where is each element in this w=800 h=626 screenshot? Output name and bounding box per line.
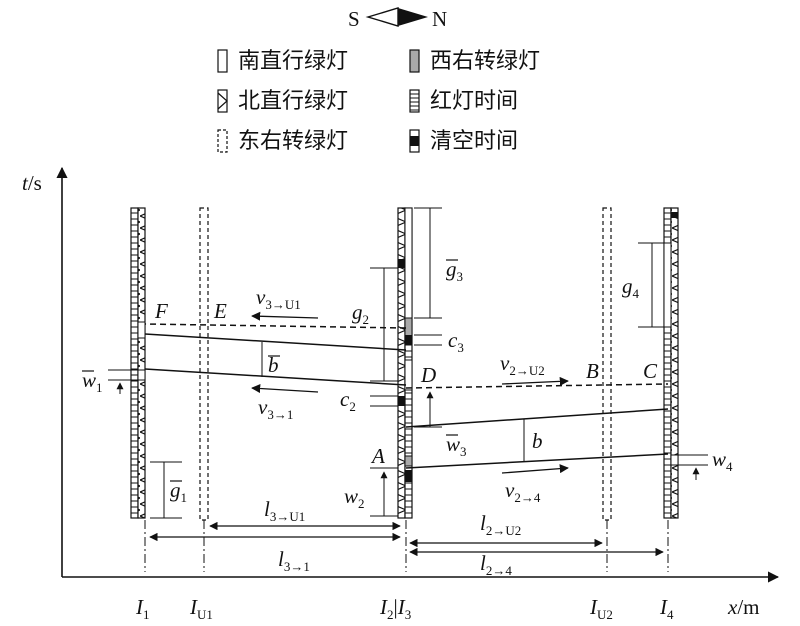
- svg-text:g3: g3: [446, 257, 463, 284]
- svg-text:w3: w3: [446, 432, 467, 459]
- label-g2: g2: [352, 300, 369, 327]
- x-axis-label: x/m: [727, 595, 760, 619]
- variable-labels: F E D B C Av3→U1 v3→1 v2→U2 v2→4 g2 c2 w2 g3 c3 w3 b b g4…: [82, 257, 733, 578]
- svg-text:l2→4: l2→4: [480, 551, 512, 578]
- label-g4: g4: [622, 274, 640, 301]
- intersection-label-IU1: IU1: [189, 595, 213, 622]
- arrow-v2u2: [501, 376, 569, 386]
- label-w1: w1: [82, 368, 103, 395]
- label-w4: w4: [712, 447, 733, 474]
- svg-text:l2→U2: l2→U2: [480, 511, 521, 538]
- legend-swatch-sth-icon: [217, 49, 228, 73]
- svg-text:g4: g4: [622, 274, 640, 301]
- t-axis-label: t/s: [22, 171, 42, 195]
- dimension-marks: [108, 207, 708, 519]
- trajectory-2-to-4-lower: [405, 453, 669, 469]
- legend-label-clr: 清空时间: [430, 129, 518, 154]
- label-l2u2: l2→U2: [480, 511, 521, 538]
- svg-text:w1: w1: [82, 368, 103, 395]
- signal-column-I2I3: [397, 207, 413, 519]
- point-C: C: [643, 359, 658, 383]
- legend-swatch-ert-icon: [217, 129, 228, 153]
- svg-text:c3: c3: [448, 328, 464, 355]
- signal-timelines: [130, 207, 679, 521]
- legend-label-ert: 东右转绿灯: [238, 129, 348, 154]
- label-v2u2: v2→U2: [500, 351, 545, 378]
- compass-south: S: [348, 7, 360, 31]
- intersection-label-I1: I1: [135, 595, 150, 622]
- legend-swatch-clr-icon: [409, 129, 420, 153]
- label-v31: v3→1: [258, 395, 293, 422]
- label-c3: c3: [448, 328, 464, 355]
- label-b: b: [532, 429, 543, 453]
- point-B: B: [586, 359, 599, 383]
- label-w2: w2: [344, 484, 365, 511]
- compass-arrow-head-icon: [398, 8, 428, 26]
- point-A: A: [370, 444, 385, 468]
- svg-text:b: b: [532, 429, 543, 453]
- compass-arrow-icon: [365, 7, 399, 27]
- compass: S N: [348, 7, 447, 31]
- label-g3: g3: [446, 257, 463, 284]
- legend-label-red: 红灯时间: [430, 89, 518, 114]
- label-l3u1: l3→U1: [264, 497, 305, 524]
- signal-column-IU2: [602, 207, 612, 521]
- svg-text:v2→4: v2→4: [505, 478, 541, 505]
- svg-text:g2: g2: [352, 300, 369, 327]
- point-E: E: [213, 299, 227, 323]
- signal-column-I4: [663, 207, 679, 519]
- svg-text:v2→U2: v2→U2: [500, 351, 545, 378]
- legend-label-wrt: 西右转绿灯: [430, 49, 540, 74]
- label-l31: l3→1: [278, 547, 310, 574]
- legend-label-sth: 南直行绿灯: [238, 49, 348, 74]
- legend-swatch-nth-icon: [217, 89, 228, 113]
- trajectory-3-to-1-upper: [144, 333, 407, 351]
- intersection-label-I2I3: I2|I3: [379, 595, 411, 622]
- svg-text:c2: c2: [340, 387, 356, 414]
- point-F: F: [154, 299, 168, 323]
- label-bbar: b: [268, 353, 280, 377]
- svg-text:v3→1: v3→1: [258, 395, 293, 422]
- trajectories: [144, 323, 669, 469]
- point-D: D: [420, 363, 436, 387]
- svg-text:g1: g1: [170, 478, 187, 505]
- compass-north: N: [432, 7, 447, 31]
- intersection-guides: [144, 520, 669, 572]
- arrow-v3u1: [251, 311, 319, 321]
- arrow-v31: [251, 383, 319, 394]
- label-c2: c2: [340, 387, 356, 414]
- axes: t/s x/m: [22, 166, 780, 619]
- label-v3u1: v3→U1: [256, 285, 301, 312]
- intersection-labels: I1 IU1 I2|I3 IU2 I4: [135, 595, 674, 622]
- svg-text:v3→U1: v3→U1: [256, 285, 301, 312]
- intersection-label-IU2: IU2: [589, 595, 613, 622]
- trajectory-2-to-4-upper: [405, 408, 669, 428]
- legend-swatch-wrt-icon: [409, 49, 420, 73]
- label-l24: l2→4: [480, 551, 512, 578]
- legend-label-nth: 北直行绿灯: [238, 89, 348, 114]
- label-v24: v2→4: [505, 478, 541, 505]
- legend-swatch-red-icon: [409, 89, 420, 113]
- trajectory-3-to-U1: [144, 323, 407, 329]
- svg-text:b: b: [268, 353, 279, 377]
- svg-text:w2: w2: [344, 484, 365, 511]
- label-g1: g1: [170, 478, 187, 505]
- signal-column-I1: [130, 207, 146, 519]
- speed-arrows: [251, 311, 569, 474]
- signal-column-IU1: [199, 207, 209, 521]
- length-dimensions: [149, 521, 664, 557]
- label-w3: w3: [446, 432, 467, 459]
- intersection-label-I4: I4: [659, 595, 674, 622]
- arrow-v24: [501, 464, 569, 474]
- trajectory-3-to-1-lower: [144, 368, 407, 386]
- trajectory-2-to-U2: [405, 383, 669, 389]
- svg-text:l3→U1: l3→U1: [264, 497, 305, 524]
- svg-text:w4: w4: [712, 447, 733, 474]
- svg-text:l3→1: l3→1: [278, 547, 310, 574]
